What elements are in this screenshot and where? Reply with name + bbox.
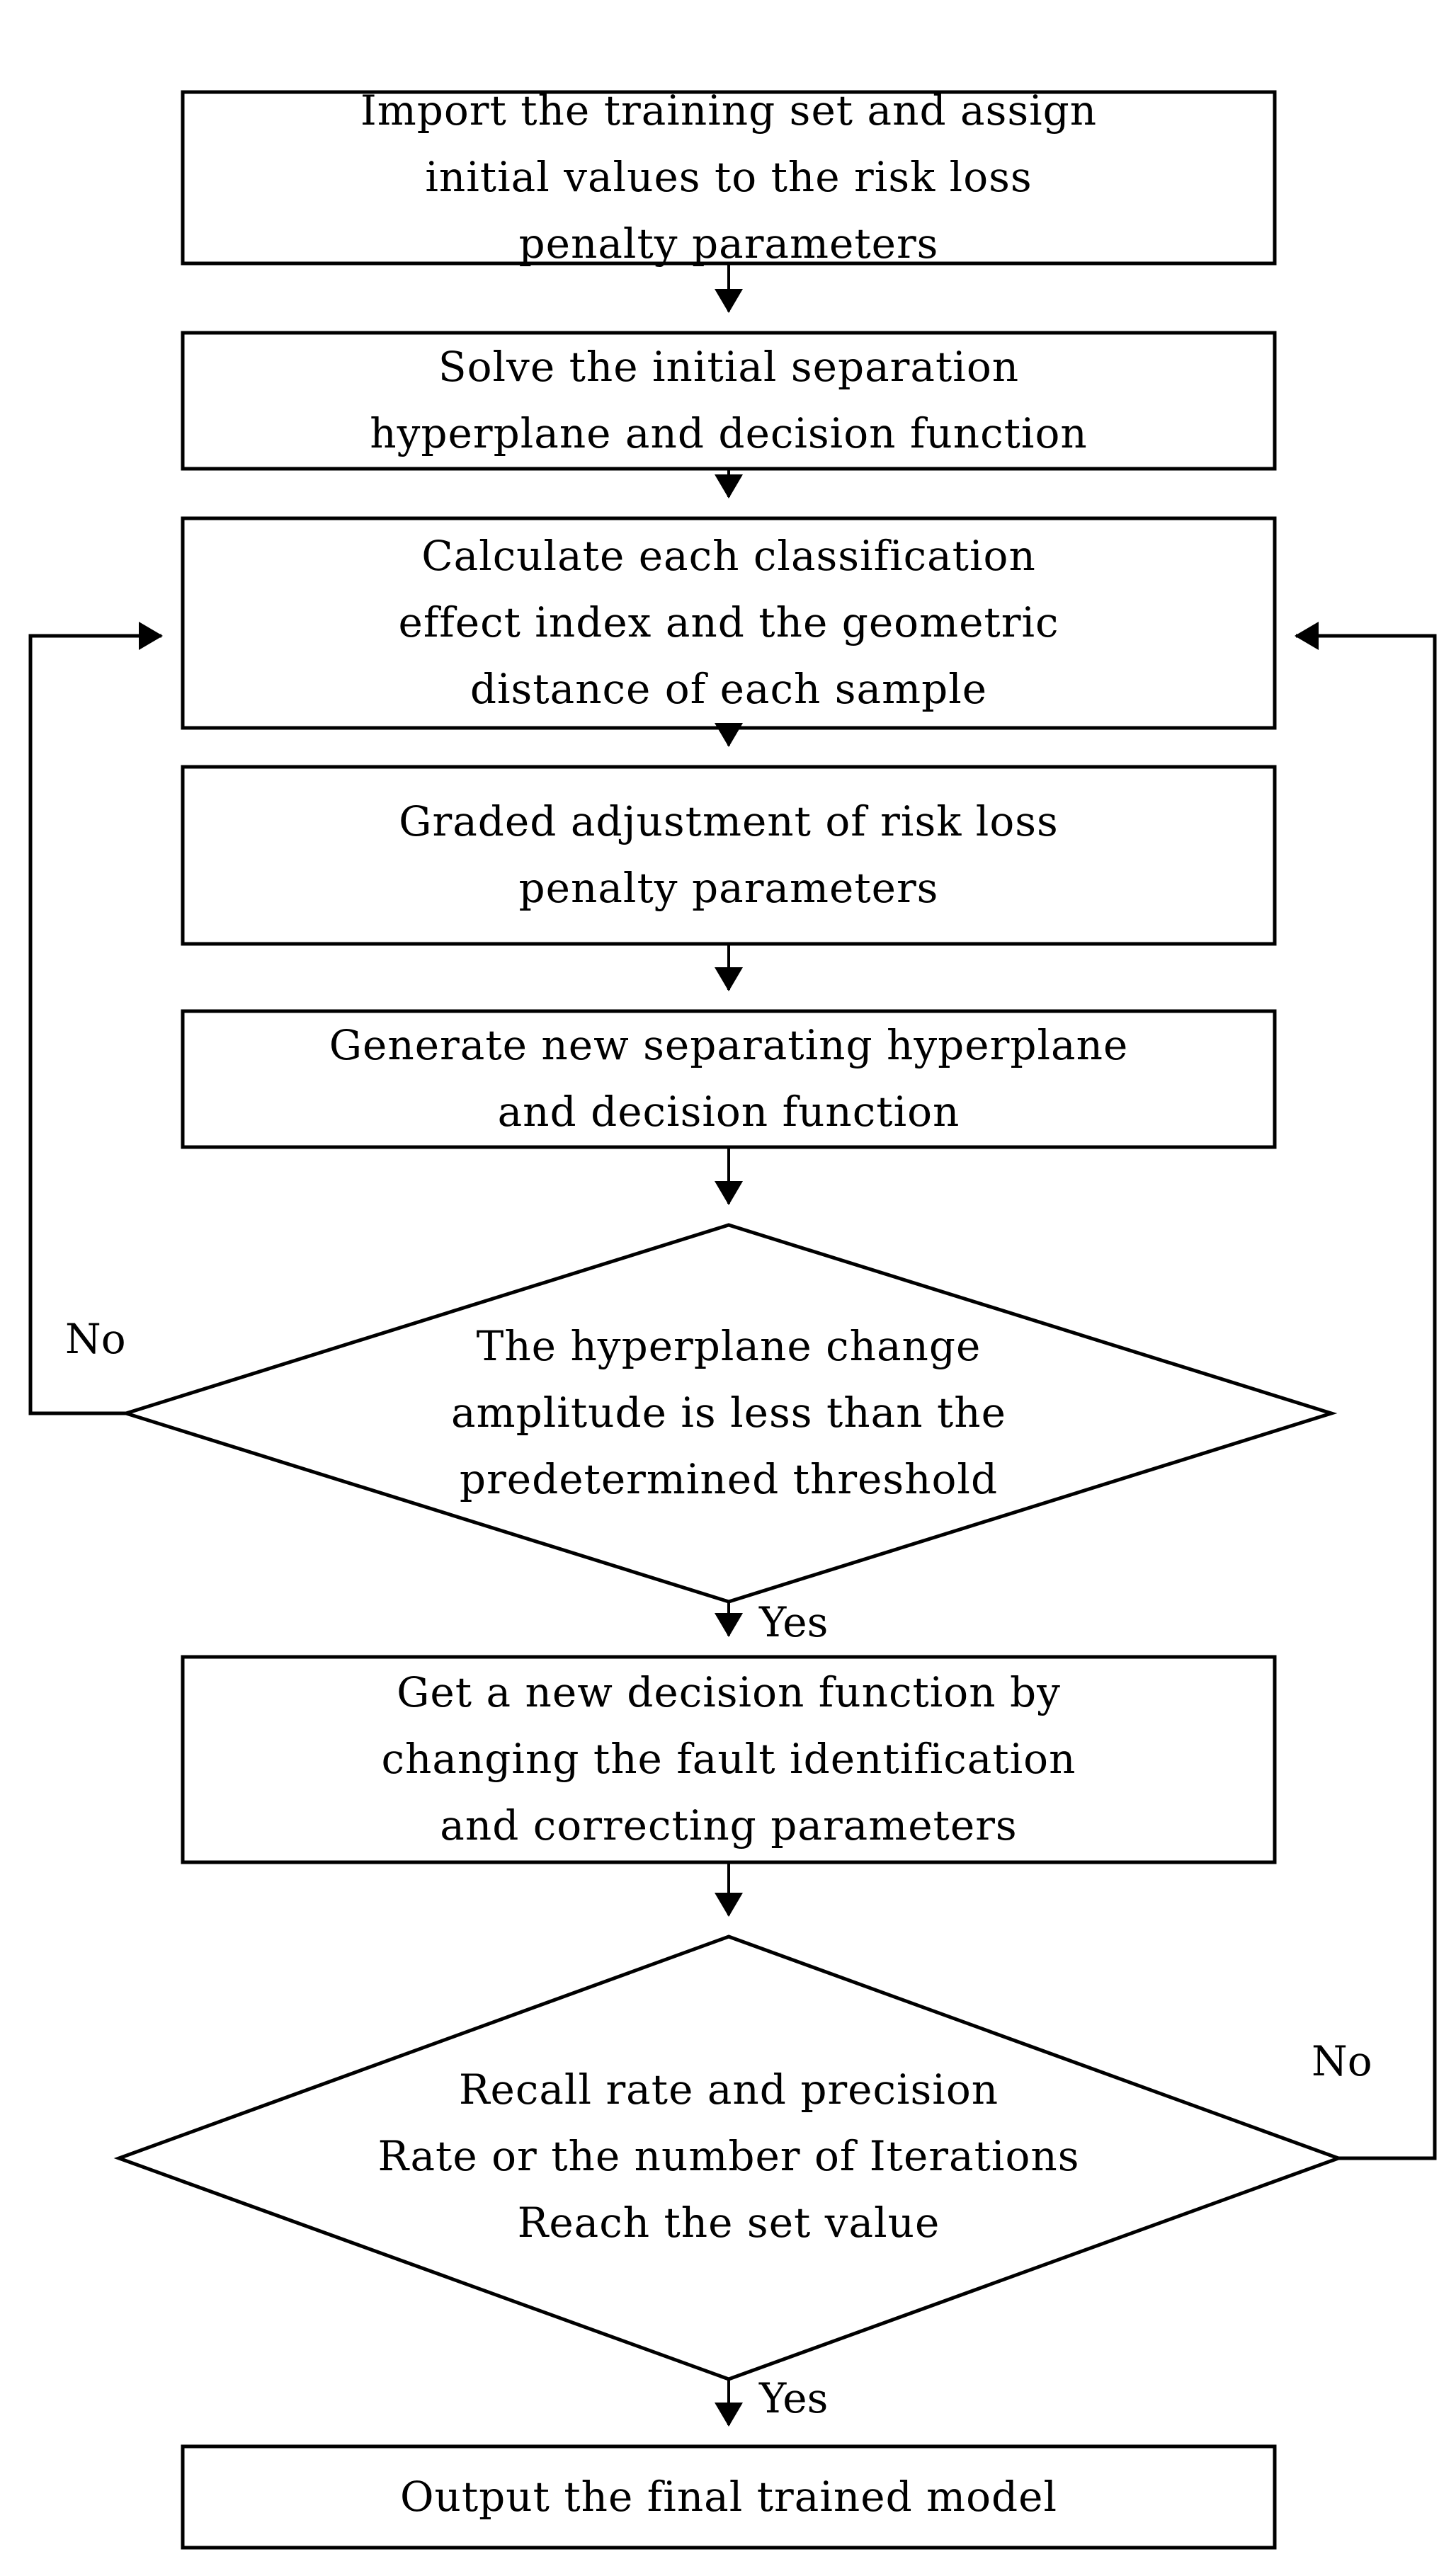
decision-diamond-1 [120, 1223, 1338, 1604]
edge-label-d2-yes: Yes [759, 2374, 829, 2422]
edge-label-d2-no: No [1312, 2037, 1372, 2085]
node-box-6 [181, 1655, 1277, 1864]
edge-label-d1-no: No [65, 1315, 126, 1363]
node-box-4 [181, 765, 1277, 946]
edge-label-d1-yes: Yes [759, 1598, 829, 1646]
decision-diamond-2 [113, 1934, 1344, 2381]
node-box-5 [181, 1009, 1277, 1149]
node-box-1 [181, 90, 1277, 266]
edge-d2-no-loop [1295, 622, 1437, 2160]
node-box-2 [181, 331, 1277, 471]
node-box-3 [181, 516, 1277, 730]
edge-d1-no-loop [28, 622, 163, 1415]
node-box-7 [181, 2444, 1277, 2550]
